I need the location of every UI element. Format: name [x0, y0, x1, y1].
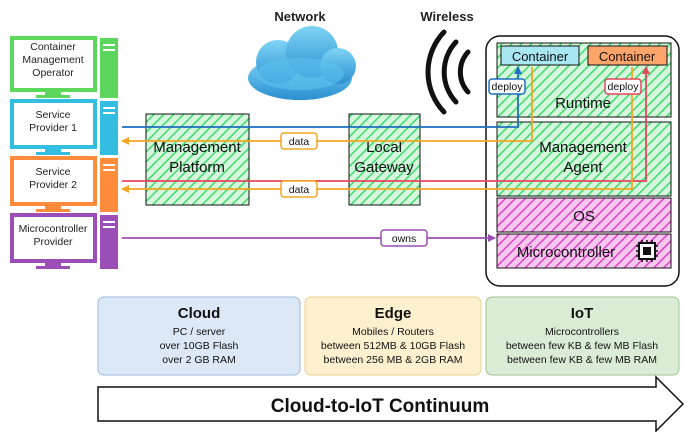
actor-container-management-operator: Container Management Operator [10, 36, 118, 98]
svg-text:data: data [289, 136, 310, 148]
microcontroller-label: Microcontroller [517, 244, 615, 261]
container-1-box [500, 45, 580, 66]
actor-service-provider-2: Service Provider 2 [10, 156, 118, 212]
management-agent-box [496, 121, 672, 197]
local-gateway-label: Local [366, 139, 402, 156]
svg-text:deploy: deploy [492, 81, 524, 93]
deploy-label-2: deploy [604, 78, 642, 95]
svg-text:deploy: deploy [608, 81, 640, 93]
actor-microcontroller-provider: Microcontroller Provider [10, 213, 118, 269]
tier-iot: IoT Microcontrollers between few KB & fe… [485, 296, 680, 376]
actor-label-line: Operator [32, 67, 74, 79]
actor-service-provider-1: Service Provider 1 [10, 99, 118, 155]
tier-line: Mobiles / Routers [352, 326, 434, 338]
svg-text:data: data [289, 184, 310, 196]
chip-icon [636, 240, 658, 262]
network-label: Network [274, 9, 326, 24]
tier-line: over 10GB Flash [160, 340, 239, 352]
continuum-arrow: Cloud-to-IoT Continuum [97, 375, 685, 432]
cloud-icon [248, 26, 356, 100]
tier-line: between few KB & few MB Flash [506, 340, 658, 352]
data-label-2: data [280, 180, 318, 198]
tier-line: Microcontrollers [545, 326, 619, 338]
tier-title: Cloud [178, 305, 221, 322]
tier-title: Edge [375, 305, 412, 322]
tier-line: between 512MB & 10GB Flash [321, 340, 465, 352]
actor-label-line: Provider 1 [29, 122, 77, 134]
actor-label-line: Service [35, 166, 70, 178]
actor-label-line: Provider 2 [29, 179, 77, 191]
owns-label: owns [380, 229, 428, 247]
deploy-label-1: deploy [488, 78, 526, 95]
tier-line: PC / server [173, 326, 226, 338]
actor-label-line: Management [22, 54, 83, 66]
tier-line: over 2 GB RAM [162, 354, 236, 366]
wireless-label: Wireless [420, 9, 473, 24]
management-agent-label: Agent [563, 159, 603, 176]
management-agent-label: Management [539, 139, 627, 156]
management-platform-label: Platform [169, 159, 225, 176]
svg-text:owns: owns [392, 233, 417, 245]
runtime-label: Runtime [555, 95, 611, 112]
actor-label-line: Service [35, 109, 70, 121]
container-2-box [587, 45, 668, 66]
local-gateway-label: Gateway [354, 159, 414, 176]
data-link-orange-1 [121, 67, 533, 145]
continuum-label: Cloud-to-IoT Continuum [271, 396, 489, 417]
actor-label-line: Provider [33, 236, 73, 248]
data-label-1: data [280, 132, 318, 150]
tier-line: between few KB & few MB RAM [507, 354, 657, 366]
management-platform-label: Management [153, 139, 241, 156]
tier-cloud: Cloud PC / server over 10GB Flash over 2… [97, 296, 301, 376]
tier-title: IoT [571, 305, 594, 322]
os-box [496, 197, 672, 233]
tier-line: between 256 MB & 2GB RAM [324, 354, 463, 366]
container-2-label: Container [599, 49, 656, 64]
tier-edge: Edge Mobiles / Routers between 512MB & 1… [304, 296, 482, 376]
wireless-signal-icon [425, 29, 471, 115]
os-label: OS [573, 208, 595, 225]
iot-device: Runtime Container Container Management A… [485, 35, 680, 287]
actor-label-line: Container [30, 41, 76, 53]
actor-label-line: Microcontroller [19, 223, 88, 235]
container-1-label: Container [512, 49, 569, 64]
